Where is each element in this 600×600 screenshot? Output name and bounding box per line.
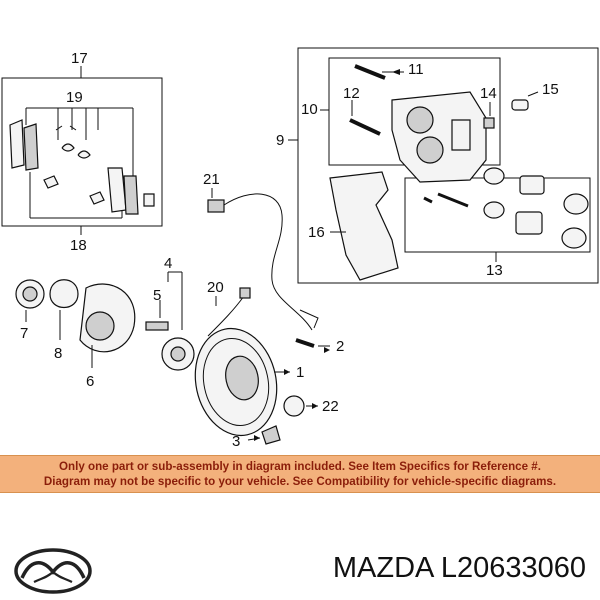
callout-21: 21	[203, 171, 220, 188]
callout-5: 5	[153, 287, 161, 304]
brand-name: MAZDA	[332, 552, 433, 584]
callout-19: 19	[66, 89, 83, 106]
callout-3: 3	[232, 433, 240, 450]
callout-13: 13	[486, 262, 503, 279]
callout-16: 16	[308, 224, 325, 241]
callout-4: 4	[164, 255, 172, 272]
callout-15: 15	[542, 81, 559, 98]
exploded-parts-diagram: 17 19 18 11 10 12 14 15 9 21 16 13 4 5 2…	[1, 47, 599, 450]
mazda-logo-icon	[14, 548, 92, 594]
brand-part-number: MAZDA L20633060	[333, 552, 586, 585]
caliper-group	[288, 47, 599, 284]
callout-9: 9	[276, 132, 284, 149]
callout-18: 18	[70, 237, 87, 254]
abs-sensor-wire	[207, 188, 319, 331]
part-number: L20633060	[440, 552, 586, 584]
callout-7: 7	[20, 325, 28, 342]
callout-22: 22	[322, 398, 339, 415]
callout-6: 6	[86, 373, 94, 390]
callout-1: 1	[296, 364, 304, 381]
notice-line-2: Diagram may not be specific to your vehi…	[43, 475, 557, 488]
callout-labels: 17 19 18 11 10 12 14 15 9 21 16 13 4 5 2…	[20, 50, 559, 450]
callout-8: 8	[54, 345, 62, 362]
notice-line-1: Only one part or sub-assembly in diagram…	[59, 460, 541, 473]
diagram-notice-banner: Only one part or sub-assembly in diagram…	[0, 455, 600, 493]
hub-assembly	[15, 271, 251, 371]
callout-11: 11	[408, 61, 424, 78]
callout-17: 17	[71, 50, 88, 67]
callout-12: 12	[343, 85, 360, 102]
callout-14: 14	[480, 85, 497, 102]
brake-rotor	[194, 327, 330, 445]
pad-kit-group	[1, 66, 163, 235]
callout-20: 20	[207, 279, 224, 296]
callout-10: 10	[301, 101, 318, 118]
callout-2: 2	[336, 338, 344, 355]
